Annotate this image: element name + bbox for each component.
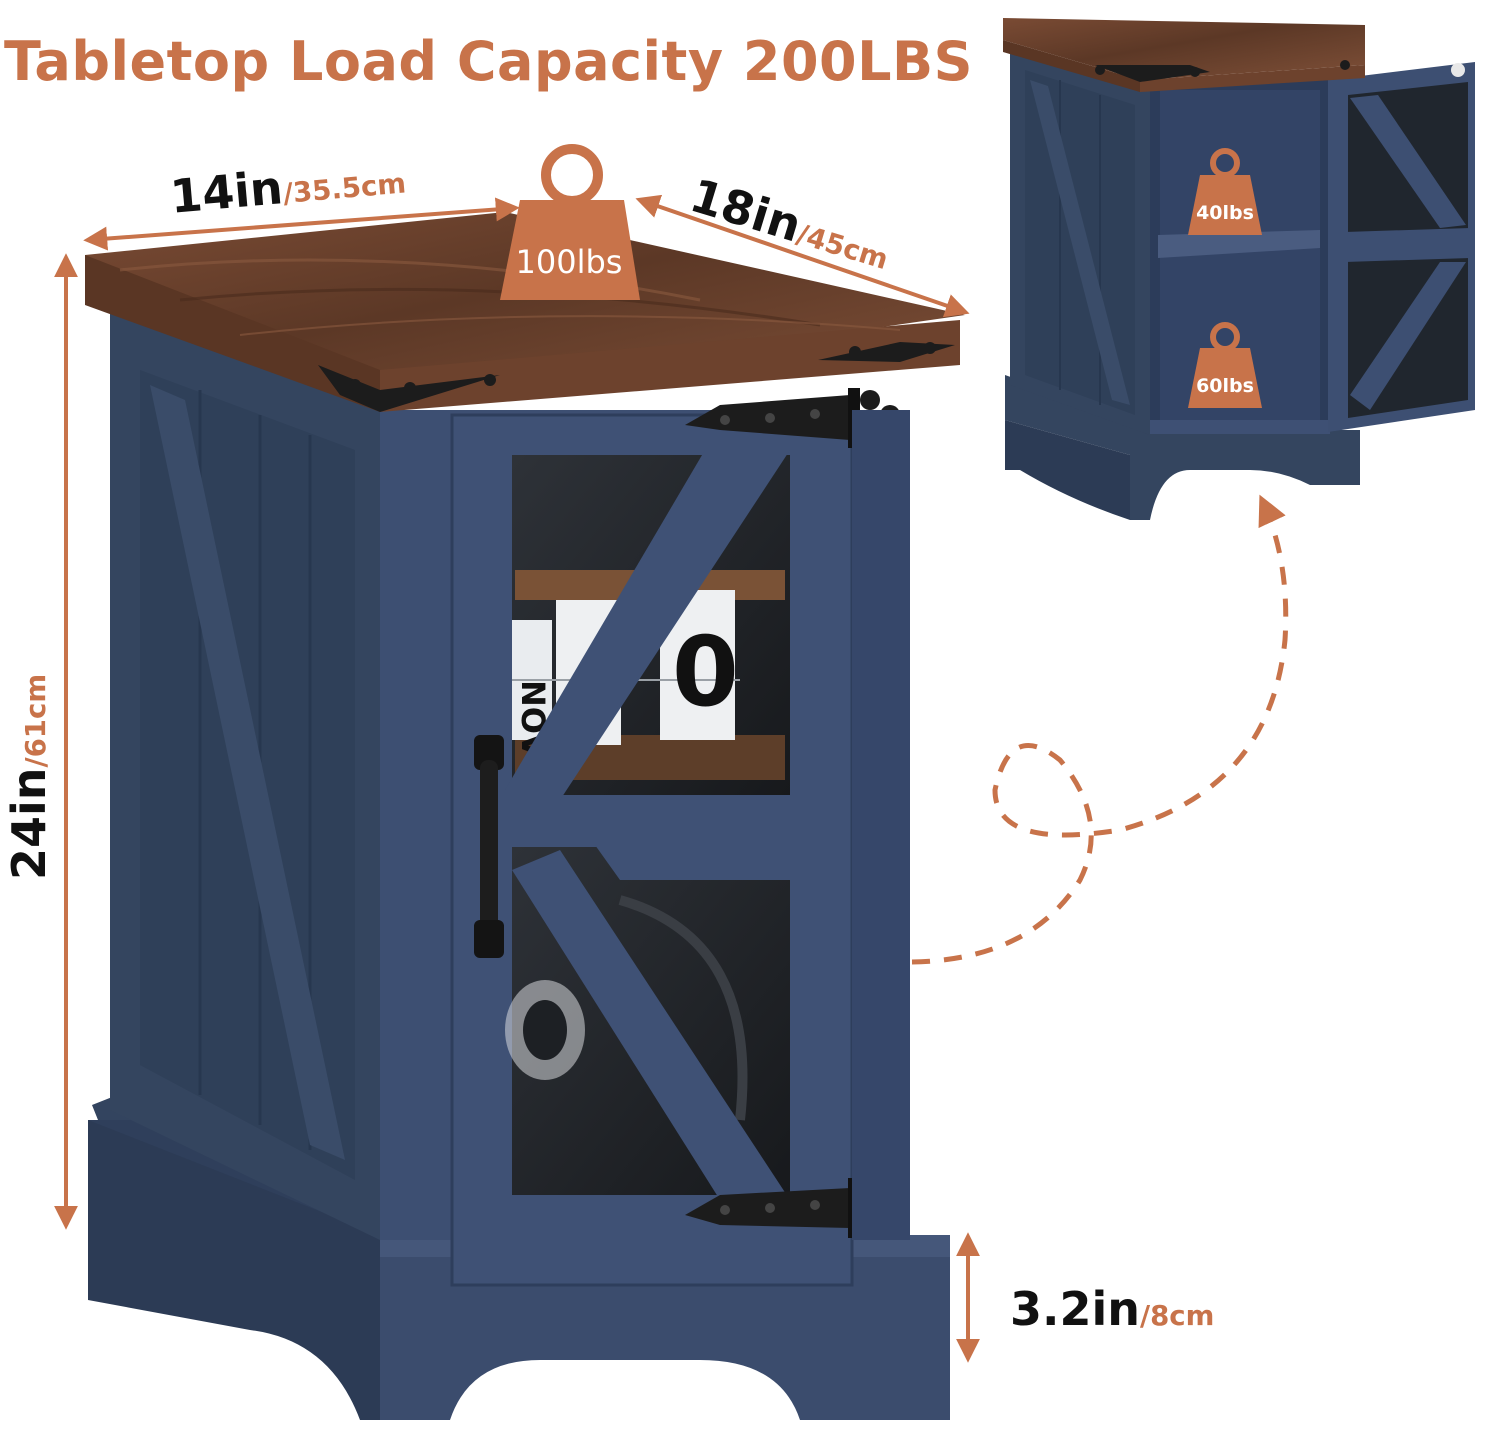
- height-dimension-label: 24in/61cm: [2, 674, 56, 880]
- height-cm: /61cm: [19, 673, 52, 768]
- headline: Tabletop Load Capacity 200LBS: [4, 30, 974, 93]
- open-cabinet-inset: [1003, 18, 1475, 520]
- width-inches: 14in: [168, 160, 285, 224]
- front-face: NOV 0: [380, 388, 910, 1287]
- upper-shelf-weight-icon: [1188, 148, 1262, 235]
- width-cm: /35.5cm: [281, 166, 408, 211]
- dashed-connector-arrow: [911, 494, 1289, 965]
- tabletop-weight-icon: [500, 144, 640, 300]
- side-panel: [110, 300, 380, 1240]
- door-handle: [474, 735, 504, 958]
- lower-shelf-weight-icon: [1188, 322, 1262, 408]
- depth-arrow: [635, 194, 970, 318]
- main-cabinet: NOV 0: [85, 144, 965, 1420]
- tabletop-weight-label: 100lbs: [515, 243, 623, 281]
- base-cm: /8cm: [1140, 1299, 1215, 1332]
- calendar-digit: 0: [672, 616, 739, 728]
- dimension-arrows: [54, 194, 1289, 1363]
- base-inches: 3.2in: [1010, 1282, 1141, 1336]
- base-dimension-label: 3.2in/8cm: [1010, 1282, 1214, 1336]
- lower-shelf-weight-label: 60lbs: [1196, 375, 1254, 397]
- height-inches: 24in: [2, 767, 56, 880]
- upper-shelf-weight-label: 40lbs: [1196, 202, 1254, 224]
- width-arrow: [83, 197, 520, 251]
